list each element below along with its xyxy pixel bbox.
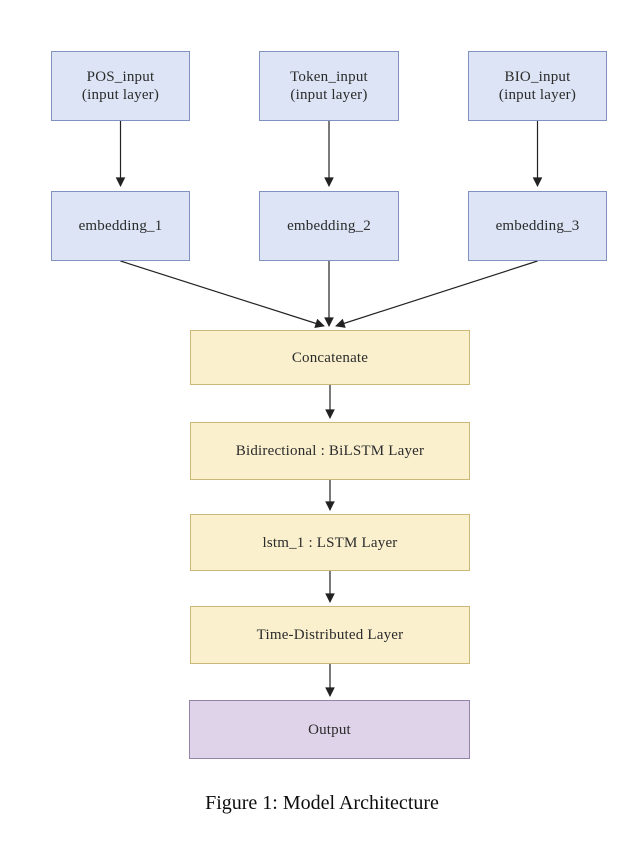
node-label: embedding_1 bbox=[78, 218, 163, 234]
node-label: Output bbox=[308, 721, 351, 738]
figure-caption: Figure 1: Model Architecture bbox=[205, 792, 439, 814]
node-label: POS_input bbox=[86, 69, 155, 85]
node-embedding-1: embedding_1 bbox=[51, 191, 190, 261]
node-label: embedding_2 bbox=[287, 218, 371, 234]
edge-embedding1-to-concat bbox=[120, 260, 325, 328]
node-concatenate: Concatenate bbox=[190, 330, 470, 385]
node-sublabel: (input layer) bbox=[498, 87, 577, 103]
node-bio-input: BIO_input (input layer) bbox=[468, 51, 607, 121]
node-pos-input: POS_input (input layer) bbox=[51, 51, 190, 121]
edge-embedding3-to-concat bbox=[335, 260, 538, 328]
node-label: Time-Distributed Layer bbox=[256, 627, 404, 643]
node-label: Bidirectional : BiLSTM Layer bbox=[235, 443, 425, 459]
node-label: Concatenate bbox=[291, 349, 369, 366]
node-embedding-3: embedding_3 bbox=[468, 191, 607, 261]
node-time-distributed: Time-Distributed Layer bbox=[190, 606, 470, 664]
node-sublabel: (input layer) bbox=[290, 87, 368, 103]
node-label: Token_input bbox=[290, 69, 368, 85]
node-label: BIO_input bbox=[504, 69, 571, 85]
node-label: embedding_3 bbox=[495, 218, 580, 234]
node-token-input: Token_input (input layer) bbox=[259, 51, 399, 121]
node-label: lstm_1 : LSTM Layer bbox=[262, 534, 398, 551]
node-output: Output bbox=[189, 700, 470, 759]
node-bidirectional-bilstm: Bidirectional : BiLSTM Layer bbox=[190, 422, 470, 480]
node-embedding-2: embedding_2 bbox=[259, 191, 399, 261]
node-lstm-1: lstm_1 : LSTM Layer bbox=[190, 514, 470, 571]
node-sublabel: (input layer) bbox=[81, 87, 160, 103]
